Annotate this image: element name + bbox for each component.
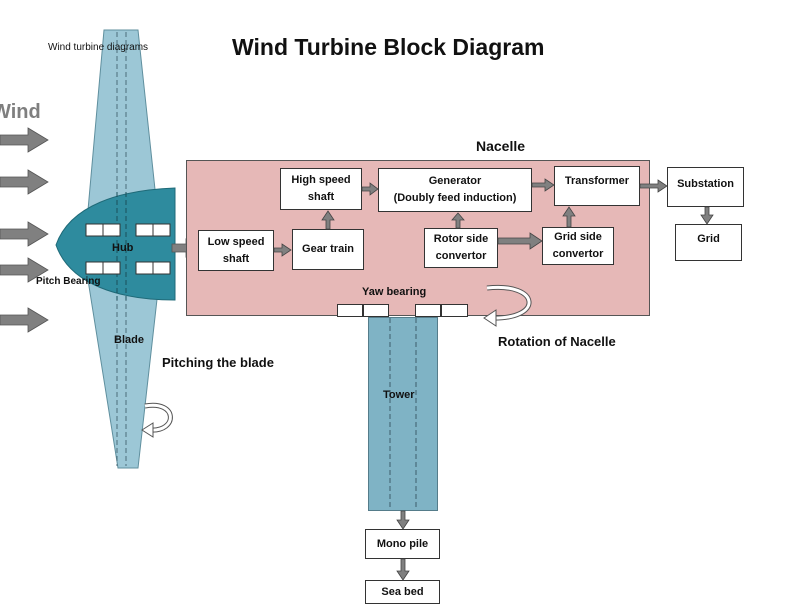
yaw-bearing-block bbox=[415, 304, 441, 317]
yaw-bearing-block bbox=[337, 304, 363, 317]
nacelle-label: Nacelle bbox=[476, 138, 526, 154]
block-substation: Substation bbox=[667, 167, 744, 207]
block-mono-pile: Mono pile bbox=[365, 529, 440, 559]
caption: Wind turbine diagrams bbox=[48, 42, 149, 53]
pitch-bearing-label: Pitch Bearing bbox=[36, 276, 101, 287]
yaw-bearing-block bbox=[441, 304, 468, 317]
block-transformer: Transformer bbox=[554, 166, 640, 206]
tower bbox=[368, 317, 438, 511]
yaw-bearing-label: Yaw bearing bbox=[362, 286, 427, 298]
wind-arrows bbox=[0, 127, 49, 333]
block-gear-train: Gear train bbox=[292, 229, 364, 270]
tower-label: Tower bbox=[383, 389, 415, 401]
blade-label: Blade bbox=[114, 334, 144, 346]
page-title: Wind Turbine Block Diagram bbox=[232, 34, 545, 60]
yaw-bearing-block bbox=[363, 304, 389, 317]
block-generator: Generator(Doubly feed induction) bbox=[378, 168, 532, 212]
pitching-label: Pitching the blade bbox=[162, 355, 274, 370]
hub-label: Hub bbox=[112, 242, 134, 254]
block-sea-bed: Sea bed bbox=[365, 580, 440, 604]
pitch-bearing-blocks bbox=[85, 223, 171, 275]
block-grid: Grid bbox=[675, 224, 742, 261]
rotation-label: Rotation of Nacelle bbox=[498, 334, 616, 349]
wind-label: Wind bbox=[0, 101, 41, 123]
